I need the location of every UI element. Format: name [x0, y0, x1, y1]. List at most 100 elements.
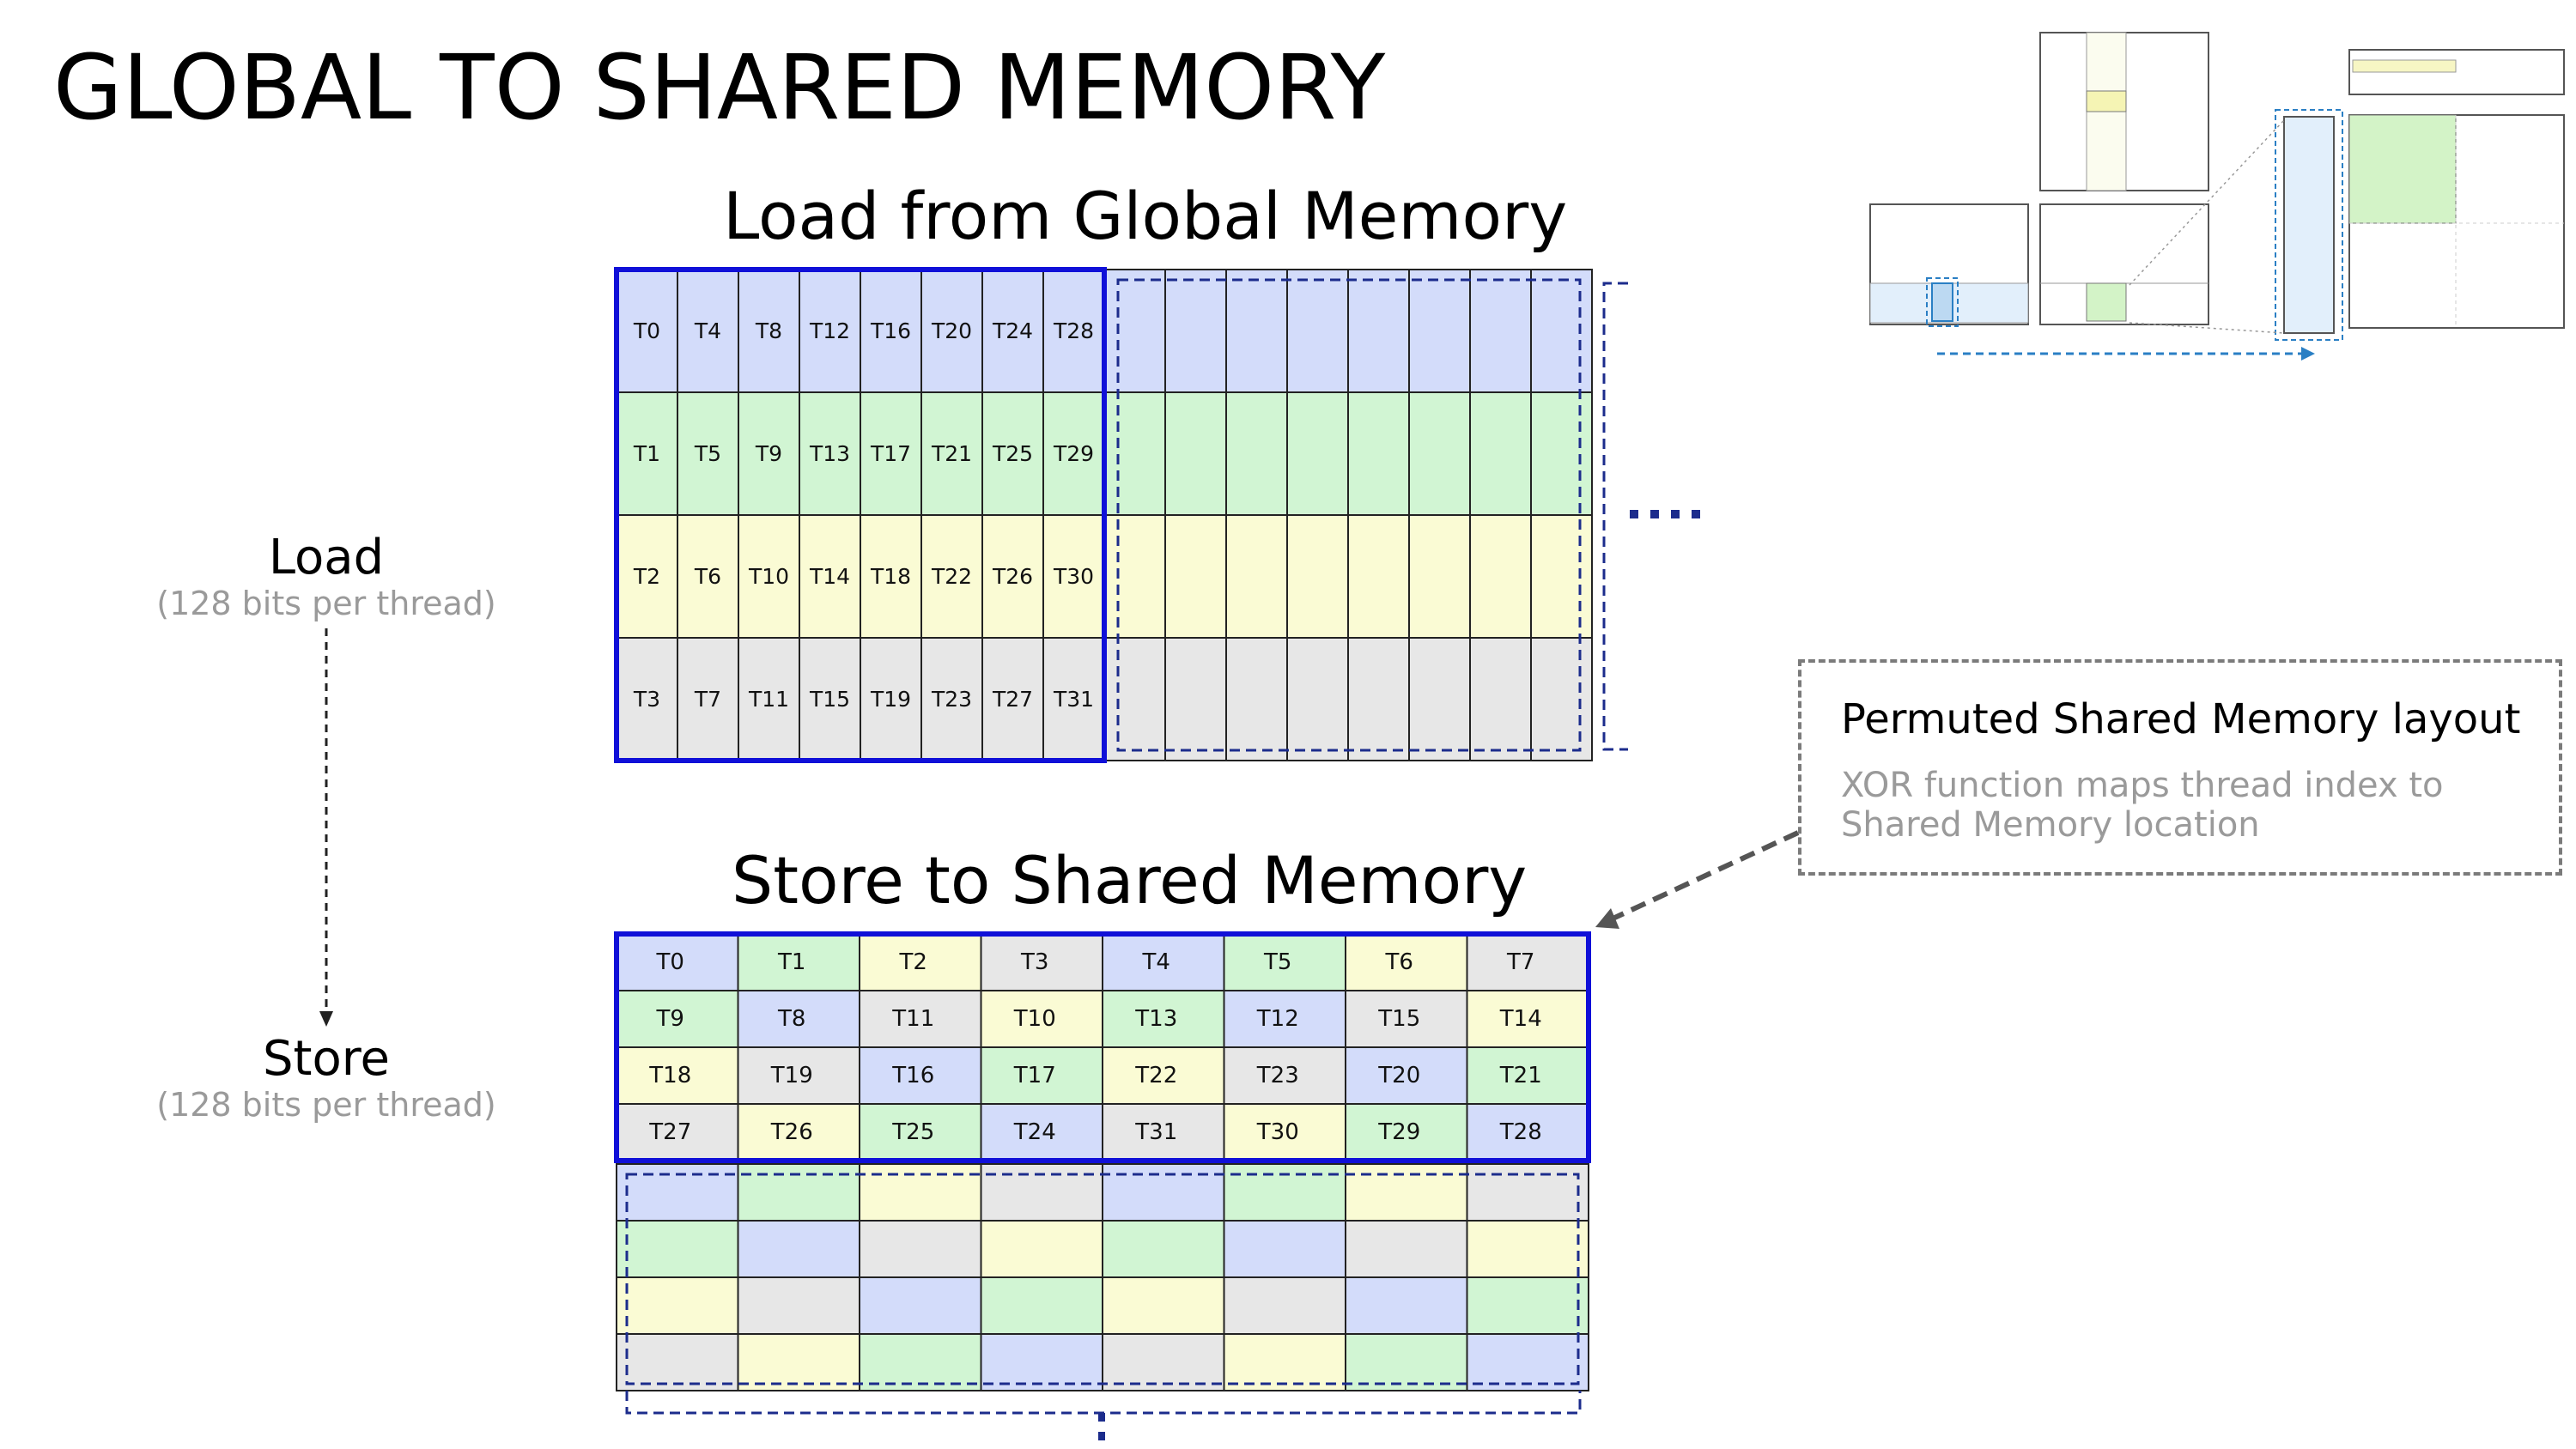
diagram-decorations [319, 282, 1800, 1440]
load-sub-label: (128 bits per thread) [156, 585, 496, 622]
load-cell-label: T26 [992, 564, 1033, 589]
store-cell [980, 1220, 1103, 1278]
store-cell [1223, 1276, 1346, 1335]
store-sub-label: (128 bits per thread) [156, 1086, 496, 1124]
callout-body: XOR function maps thread index to Shared… [1841, 766, 2444, 845]
load-cell [1164, 391, 1227, 516]
load-cell [738, 269, 800, 393]
store-cell [859, 1103, 982, 1161]
load-cell [1164, 637, 1227, 761]
store-cell-label: T1 [777, 949, 805, 975]
thumb-blue-tall [2283, 116, 2335, 334]
load-cell [1103, 514, 1166, 639]
store-cell-label: T3 [1020, 949, 1048, 975]
load-cell-label: T18 [870, 564, 911, 589]
store-cell-label: T10 [1013, 1006, 1056, 1032]
store-cell-label: T7 [1506, 949, 1534, 975]
load-cell-label: T19 [870, 687, 911, 712]
store-cell-label: T14 [1499, 1006, 1542, 1032]
load-cell-label: T24 [992, 318, 1033, 343]
load-cell [1469, 269, 1532, 393]
store-cell-label: T22 [1134, 1063, 1177, 1088]
store-cell-label: T24 [1013, 1119, 1056, 1145]
store-cell-label: T25 [891, 1119, 934, 1145]
load-cell-label: T14 [809, 564, 850, 589]
store-cell [1223, 1220, 1346, 1278]
load-cell-label: T22 [931, 564, 972, 589]
load-cell [1042, 269, 1105, 393]
load-cell [1042, 637, 1105, 761]
store-cell [1223, 1333, 1346, 1391]
store-cell [1345, 1163, 1468, 1222]
store-cell-label: T2 [899, 949, 927, 975]
store-cell-label: T20 [1377, 1063, 1420, 1088]
continuation-dot [1630, 510, 1638, 518]
load-cell [1469, 391, 1532, 516]
load-cell [799, 514, 861, 639]
store-cell [1102, 1276, 1225, 1335]
store-cell-label: T31 [1134, 1119, 1177, 1145]
thumb-highlight [1926, 277, 1959, 327]
store-cell-label: T19 [770, 1063, 813, 1088]
load-cell [981, 391, 1044, 516]
callout-box: Permuted Shared Memory layout XOR functi… [1798, 659, 2562, 876]
load-label: Load [268, 530, 385, 585]
load-cell [1103, 269, 1166, 393]
callout-title: Permuted Shared Memory layout [1841, 695, 2521, 743]
load-cell-label: T11 [748, 687, 789, 712]
thumb-green-block [2086, 282, 2127, 322]
load-cell [860, 637, 922, 761]
load-cell [1103, 391, 1166, 516]
store-cell-label: T9 [656, 1006, 684, 1032]
load-cell-label: T21 [931, 441, 972, 466]
store-cell [1466, 1046, 1589, 1105]
store-cell [1345, 1220, 1468, 1278]
load-cell [616, 514, 678, 639]
store-bracket [625, 1391, 1582, 1415]
store-cell-label: T13 [1134, 1006, 1177, 1032]
store-cell [737, 1046, 860, 1105]
load-cell [1408, 514, 1471, 639]
thumb-projection [2129, 119, 2285, 286]
load-cell [1408, 269, 1471, 393]
load-cell [1225, 637, 1288, 761]
load-cell [1530, 391, 1593, 516]
load-cell-label: T5 [694, 441, 721, 466]
load-cell-label: T28 [1053, 318, 1094, 343]
store-cell [980, 990, 1103, 1048]
store-cell [616, 1220, 739, 1278]
store-cell [1345, 1276, 1468, 1335]
load-cell [1347, 637, 1410, 761]
store-cell [616, 1276, 739, 1335]
store-cell [1345, 1103, 1468, 1161]
continuation-dot [1692, 510, 1700, 518]
store-cell-label: T27 [648, 1119, 691, 1145]
store-cell [1223, 1163, 1346, 1222]
store-cell [859, 1163, 982, 1222]
store-next-warp-outline [625, 1173, 1580, 1385]
load-cell [1408, 637, 1471, 761]
store-cell [1102, 990, 1225, 1048]
store-cell-label: T12 [1256, 1006, 1299, 1032]
store-warp-highlight [614, 931, 1591, 1163]
store-cell [1466, 1103, 1589, 1161]
store-cell [737, 990, 860, 1048]
load-cell-label: T12 [809, 318, 850, 343]
load-cell [677, 514, 739, 639]
store-cell [980, 1333, 1103, 1391]
page-title: GLOBAL TO SHARED MEMORY [53, 35, 1386, 140]
store-cell-label: T29 [1377, 1119, 1420, 1145]
continuation-dot [1650, 510, 1659, 518]
load-cell [677, 637, 739, 761]
continuation-dot [1098, 1413, 1105, 1422]
load-cell-label: T25 [992, 441, 1033, 466]
load-cell [1530, 637, 1593, 761]
store-cell [1466, 990, 1589, 1048]
store-cell-label: T5 [1263, 949, 1291, 975]
load-heading: Load from Global Memory [723, 178, 1568, 254]
load-cell-label: T20 [931, 318, 972, 343]
load-cell [1469, 637, 1532, 761]
load-cell [1042, 514, 1105, 639]
